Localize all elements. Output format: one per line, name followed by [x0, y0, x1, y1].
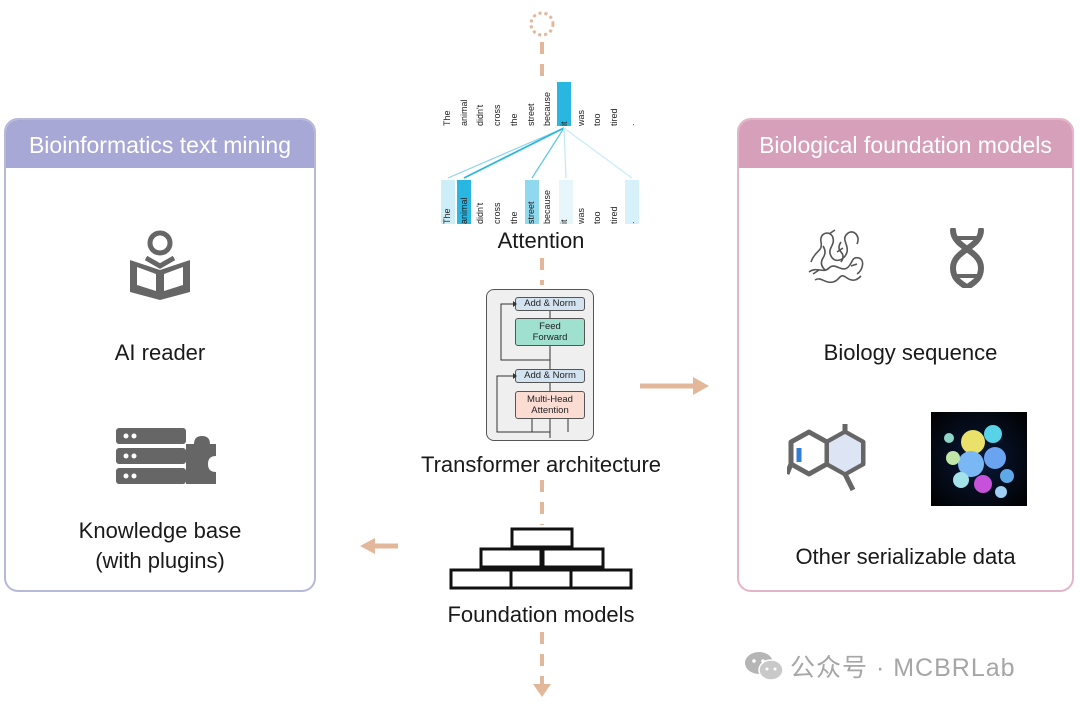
- foundation-models-label: Foundation models: [447, 602, 635, 627]
- attention-weight-bar: [559, 180, 573, 224]
- ai-reader-label: AI reader: [114, 340, 206, 365]
- attention-word: was: [575, 82, 589, 126]
- attention-word-text: too: [592, 113, 603, 126]
- attention-word: too: [591, 82, 605, 126]
- attention-word: because: [541, 82, 555, 126]
- add-norm-top-block: Add & Norm: [515, 297, 585, 311]
- attention-word: cross: [491, 180, 505, 224]
- attention-word: The: [441, 82, 455, 126]
- dna-icon: [949, 228, 985, 288]
- server-plugin-icon: [116, 428, 216, 484]
- knowledge-base-label: Knowledge base (with plugins): [6, 516, 314, 576]
- watermark-text: 公众号 · MCBRLab: [790, 654, 1016, 682]
- attention-word-text: the: [508, 113, 519, 126]
- transformer-diagram: Add & Norm Feed Forward Add & Norm Multi…: [486, 289, 594, 441]
- attention-word: .: [625, 82, 639, 126]
- attention-word: too: [591, 180, 605, 224]
- attention-word: tired: [608, 180, 622, 224]
- attention-word-text: because: [542, 91, 553, 126]
- attention-word-text: because: [542, 189, 553, 224]
- attention-word: cross: [491, 82, 505, 126]
- attention-word: animal: [458, 82, 472, 126]
- attention-weight-bar: [441, 180, 455, 224]
- attention-word-text: was: [575, 207, 586, 224]
- attention-word-text: was: [575, 109, 586, 126]
- attention-word: animal: [458, 180, 472, 224]
- attention-weight-bar: [457, 180, 471, 224]
- attention-word-text: tired: [609, 206, 619, 224]
- cell-cluster-image: [931, 412, 1027, 506]
- attention-word-text: The: [442, 110, 452, 126]
- attention-word: because: [541, 180, 555, 224]
- feed-forward-line1: Feed: [539, 321, 561, 332]
- attention-word-text: didn't: [475, 104, 486, 126]
- attention-word-text: animal: [458, 99, 469, 126]
- bioinformatics-text-mining-panel: Bioinformatics text mining AI reader Kno…: [4, 118, 316, 592]
- attention-highlight-top: [557, 82, 571, 126]
- attention-word: didn't: [474, 180, 488, 224]
- knowledge-base-line2: (with plugins): [95, 548, 225, 573]
- other-serializable-data-label: Other serializable data: [795, 544, 1016, 569]
- attention-label: Attention: [497, 228, 585, 253]
- biology-sequence-label: Biology sequence: [823, 340, 998, 365]
- attention-word-text: didn't: [475, 202, 486, 224]
- attention-word: didn't: [474, 82, 488, 126]
- attention-word: street: [525, 180, 539, 224]
- protein-structure-icon: [808, 229, 864, 284]
- left-arrow-icon: [360, 538, 375, 554]
- attention-weight-bar: [525, 180, 539, 224]
- molecule-icon: [787, 424, 866, 492]
- attention-word: it: [558, 82, 572, 127]
- reading-person-icon: [130, 230, 190, 300]
- feed-forward-line2: Forward: [532, 332, 568, 343]
- attention-word-text: The: [442, 208, 452, 224]
- wechat-icon: [745, 652, 784, 681]
- dotted-circle-icon: [529, 11, 555, 37]
- attention-word-text: cross: [492, 104, 503, 126]
- multihead-line1: Multi-Head: [527, 394, 573, 405]
- attention-word-text: street: [525, 201, 536, 224]
- attention-word-text: .: [625, 221, 636, 224]
- attention-word: the: [508, 82, 522, 126]
- attention-lines: [447, 127, 633, 179]
- attention-word: was: [575, 180, 589, 224]
- attention-word-text: too: [592, 211, 603, 224]
- attention-weight-bar: [625, 180, 639, 224]
- attention-word-text: animal: [458, 197, 469, 224]
- down-arrowhead: [533, 684, 551, 697]
- brick-pyramid-icon: [449, 527, 633, 590]
- left-panel-title: Bioinformatics text mining: [6, 120, 314, 168]
- biological-foundation-models-panel: Biological foundation models Biology seq…: [737, 118, 1074, 592]
- attention-word: .: [625, 180, 639, 224]
- multihead-line2: Attention: [531, 405, 569, 416]
- attention-word-text: cross: [492, 202, 503, 224]
- multihead-attention-block: Multi-Head Attention: [515, 391, 585, 419]
- transformer-connections: [496, 301, 569, 438]
- attention-word-text: it: [558, 219, 569, 225]
- watermark: 公众号 · MCBRLab: [744, 648, 1016, 682]
- attention-word: the: [508, 180, 522, 224]
- attention-word: street: [525, 82, 539, 126]
- transformer-architecture-label: Transformer architecture: [420, 452, 662, 477]
- attention-word: it: [558, 180, 572, 225]
- attention-word-text: tired: [609, 108, 619, 126]
- feed-forward-block: Feed Forward: [515, 318, 585, 346]
- attention-word-text: it: [558, 121, 569, 127]
- attention-word: tired: [608, 82, 622, 126]
- attention-word-text: the: [508, 211, 519, 224]
- right-panel-title: Biological foundation models: [739, 120, 1072, 168]
- knowledge-base-line1: Knowledge base: [78, 518, 242, 543]
- attention-word-text: .: [625, 123, 636, 126]
- right-arrow-icon: [693, 377, 709, 395]
- attention-word: The: [441, 180, 455, 224]
- attention-word-text: street: [525, 103, 536, 126]
